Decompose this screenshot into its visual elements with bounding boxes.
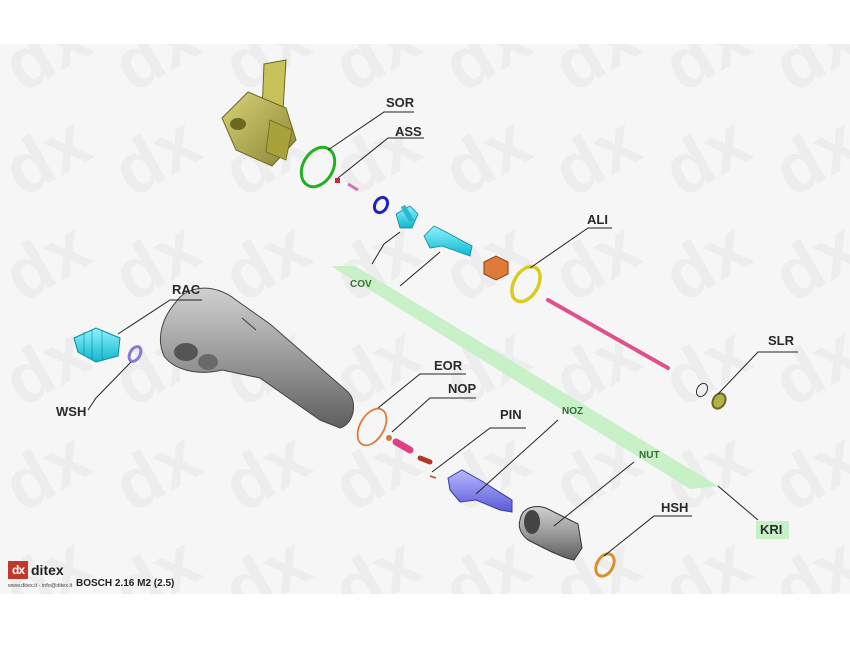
eor-o-ring — [356, 407, 388, 447]
ali-orange-nut — [483, 255, 509, 281]
cov-valve-stem-part — [423, 225, 473, 257]
label-kri: KRI — [760, 522, 783, 537]
hsh-washer — [594, 552, 616, 578]
injector-body-part — [160, 287, 355, 429]
label-wsh: WSH — [56, 404, 86, 419]
slr-small-ring — [695, 382, 709, 398]
label-sor: SOR — [386, 95, 415, 110]
ass-small-ball — [335, 178, 340, 183]
leader-lines — [87, 111, 798, 557]
label-ali: ALI — [587, 212, 608, 227]
ali-yellow-ring — [510, 264, 542, 304]
brand-mark-icon: dx — [8, 561, 28, 579]
label-nop: NOP — [448, 381, 477, 396]
label-eor: EOR — [434, 358, 463, 373]
pin-small-pin — [429, 475, 437, 479]
wsh-washer — [127, 345, 143, 363]
label-pin: PIN — [500, 407, 522, 422]
brand-logo: dx ditex — [8, 561, 64, 579]
component-band — [331, 266, 718, 489]
brand-contact: www.ditex.it - info@ditex.it — [8, 583, 73, 589]
rac-fitting-part — [73, 327, 121, 363]
label-ass: ASS — [395, 124, 422, 139]
slr-washer — [711, 392, 727, 410]
label-cov: COV — [350, 279, 372, 290]
label-slr: SLR — [768, 333, 795, 348]
sor-o-ring — [299, 145, 337, 189]
pink-push-rod — [546, 298, 670, 370]
nut-sleeve-part — [518, 506, 583, 561]
diagram-caption: BOSCH 2.16 M2 (2.5) — [76, 578, 175, 589]
nop-pink-spring — [392, 438, 414, 454]
label-hsh: HSH — [661, 500, 688, 515]
ass-spring — [347, 182, 359, 192]
pin-red-spring — [417, 455, 433, 465]
nop-small-ball — [386, 435, 392, 441]
brand-name: ditex — [31, 562, 64, 578]
kri-label-background — [756, 521, 789, 539]
label-noz: NOZ — [562, 406, 583, 417]
label-nut: NUT — [639, 450, 660, 461]
ass-blue-washer — [372, 195, 390, 215]
sor-connector-part — [221, 59, 297, 167]
cov-armature-part — [395, 204, 419, 229]
label-rac: RAC — [172, 282, 201, 297]
